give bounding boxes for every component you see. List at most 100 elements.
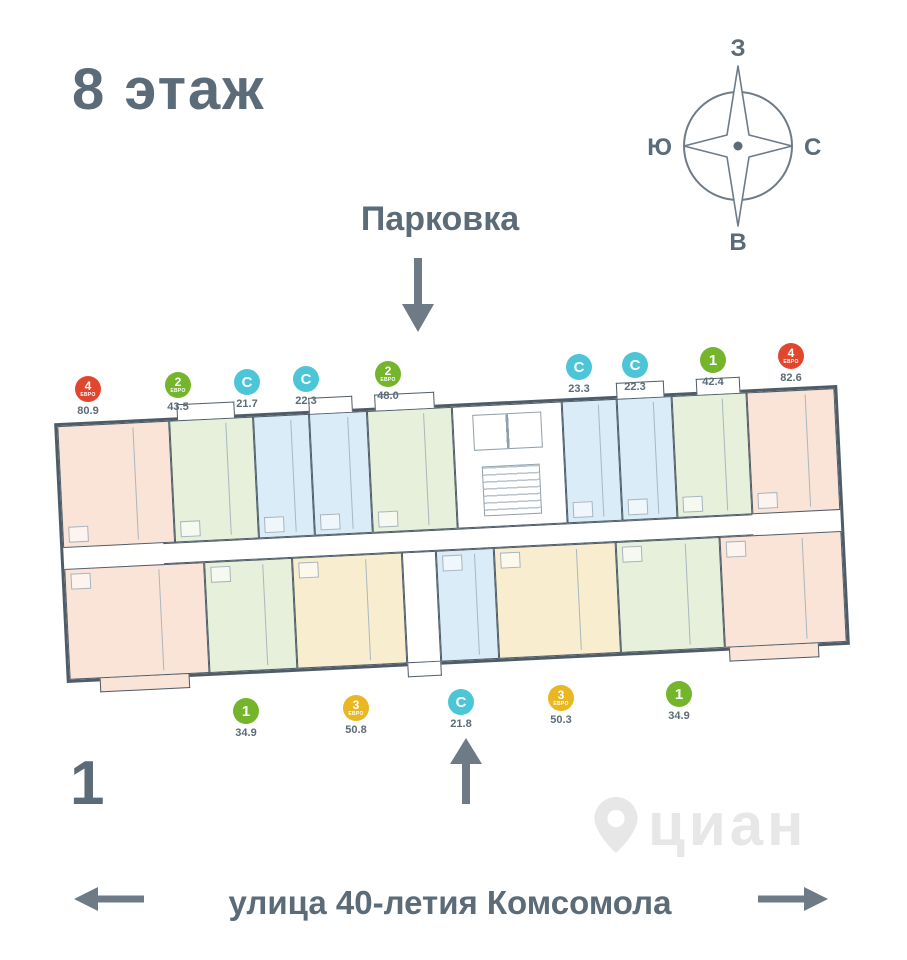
badge-area: 50.3 <box>550 714 572 726</box>
watermark-text: циан <box>648 791 808 858</box>
badge-room-type: С <box>300 370 312 388</box>
badge-pin-icon[interactable]: 1 <box>233 698 259 724</box>
compass-label-north: С <box>804 134 821 161</box>
badge-area: 34.9 <box>235 727 257 739</box>
apartment-unit[interactable] <box>64 562 210 680</box>
parking-label: Парковка <box>360 200 520 238</box>
badge-pin-icon[interactable]: С <box>622 352 648 378</box>
entrance-lobby <box>401 550 442 664</box>
apartment-unit[interactable] <box>616 396 678 521</box>
badge-room-type: 4 <box>84 379 92 393</box>
parking-arrow-icon <box>396 258 440 337</box>
watermark: циан <box>594 790 807 859</box>
badge-room-type: 1 <box>674 685 684 703</box>
street-arrow-left-icon <box>74 886 144 917</box>
apartment-unit[interactable] <box>253 413 315 539</box>
apartment-unit[interactable] <box>366 406 458 533</box>
street-arrow-right-icon <box>758 886 828 917</box>
badge-area: 50.8 <box>345 724 367 736</box>
bay-window <box>728 643 820 662</box>
badge-euro-label: ЕВРО <box>348 711 364 717</box>
badge-area: 42.4 <box>702 376 724 388</box>
compass-label-east: В <box>729 229 746 256</box>
apartment-unit[interactable] <box>291 552 408 669</box>
badge-euro-label: ЕВРО <box>380 377 396 383</box>
badge-room-type: 4 <box>787 346 795 360</box>
badge-room-type: С <box>241 373 253 391</box>
badge-pin-icon[interactable]: С <box>234 369 260 395</box>
apartment-unit[interactable] <box>57 420 176 549</box>
apartment-unit[interactable] <box>719 530 847 648</box>
compass-rose: З С В Ю <box>647 35 821 256</box>
apartment-unit[interactable] <box>204 557 298 674</box>
badge-room-type: С <box>629 356 641 374</box>
badge-pin-icon[interactable]: С <box>293 366 319 392</box>
page-title: 8 этаж <box>72 57 266 122</box>
badge-euro-label: ЕВРО <box>80 392 96 398</box>
apartment-unit[interactable] <box>671 392 753 518</box>
apartment-unit[interactable] <box>435 547 500 662</box>
floor-plan <box>54 376 850 693</box>
entrance-number: 1 <box>70 749 105 818</box>
badge-area: 82.6 <box>780 372 802 384</box>
badge-room-type: С <box>455 693 467 711</box>
badge-area: 21.8 <box>450 718 472 730</box>
badge-area: 22.3 <box>624 381 646 393</box>
apartment-badge[interactable]: С 23.3 <box>554 354 604 395</box>
compass-label-south: Ю <box>647 134 672 161</box>
badge-pin-icon[interactable]: С <box>448 689 474 715</box>
street-label: улица 40-летия Комсомола <box>228 884 672 921</box>
badge-area: 48.0 <box>377 390 399 402</box>
apartment-unit[interactable] <box>169 416 259 543</box>
badge-pin-icon[interactable]: 1 <box>666 681 692 707</box>
badge-pin-icon[interactable]: С <box>566 354 592 380</box>
badge-pin-icon[interactable]: 1 <box>700 347 726 373</box>
badge-room-type: 1 <box>241 702 251 720</box>
apartment-unit[interactable] <box>308 411 373 536</box>
compass-center-dot <box>733 141 743 151</box>
apartment-unit[interactable] <box>615 536 725 653</box>
apartment-badge[interactable]: С 22.3 <box>610 352 660 393</box>
apartment-badge[interactable]: С 21.7 <box>222 369 272 410</box>
apartment-badge[interactable]: С 22.3 <box>281 366 331 407</box>
badge-euro-label: ЕВРО <box>170 388 186 394</box>
badge-area: 23.3 <box>568 383 590 395</box>
badge-area: 43.5 <box>167 401 189 413</box>
badge-room-type: 1 <box>708 351 718 369</box>
apartment-unit[interactable] <box>746 388 841 515</box>
compass-label-west: З <box>730 35 745 62</box>
badge-room-type: С <box>573 358 585 376</box>
badge-euro-label: ЕВРО <box>553 701 569 707</box>
badge-euro-label: ЕВРО <box>783 359 799 365</box>
badge-area: 80.9 <box>77 405 99 417</box>
apartment-badge[interactable]: С 21.8 <box>436 689 486 730</box>
badge-room-type: 3 <box>557 688 565 702</box>
bay-window <box>407 661 442 678</box>
apartment-unit[interactable] <box>493 542 622 659</box>
badge-area: 22.3 <box>295 395 317 407</box>
badge-area: 34.9 <box>668 710 690 722</box>
badge-room-type: 2 <box>384 364 392 378</box>
bay-window <box>99 673 191 693</box>
map-pin-icon <box>594 796 638 853</box>
badge-room-type: 3 <box>352 698 360 712</box>
apartment-unit[interactable] <box>561 398 623 524</box>
entrance-arrow-icon <box>444 738 488 809</box>
badge-area: 21.7 <box>236 398 258 410</box>
